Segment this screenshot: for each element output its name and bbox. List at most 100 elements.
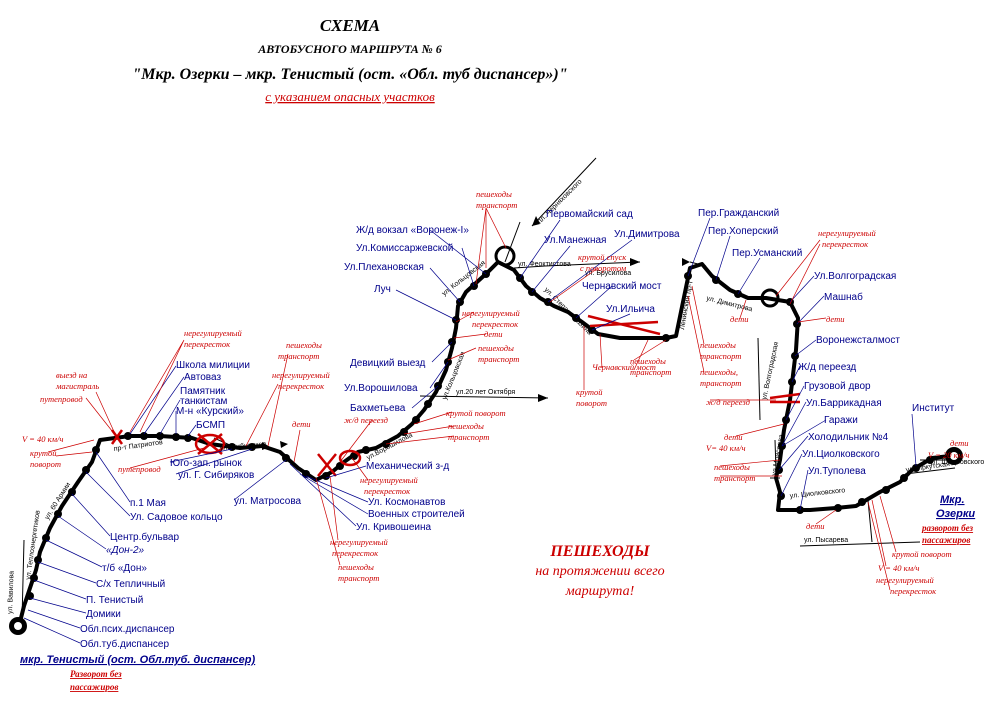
svg-text:Механический з-д: Механический з-д — [366, 461, 449, 472]
svg-text:Школа милиции: Школа милиции — [176, 360, 250, 371]
terminal-ozerki-core — [950, 452, 958, 460]
svg-text:выезд на: выезд на — [56, 370, 87, 380]
svg-text:пешеходы: пешеходы — [714, 462, 750, 472]
stop-leaders — [23, 217, 917, 644]
pedestrian-warning-line2: маршрута! — [565, 584, 635, 599]
svg-text:перекресток: перекресток — [890, 586, 937, 596]
map-title: СХЕМА — [320, 16, 380, 35]
hazard-leaders — [47, 207, 897, 591]
svg-text:перекресток: перекресток — [184, 339, 231, 349]
svg-text:Памятник: Памятник — [180, 386, 226, 397]
svg-text:крутой спуск: крутой спуск — [578, 252, 627, 262]
svg-text:транспорт: транспорт — [700, 378, 741, 388]
svg-text:транспорт: транспорт — [478, 354, 519, 364]
svg-text:Пер.Хоперский: Пер.Хоперский — [708, 226, 778, 237]
terminal-left-uturn-2: пассажиров — [70, 682, 118, 692]
map-subtitle: АВТОБУСНОГО МАРШРУТА № 6 — [257, 42, 441, 56]
svg-text:Чернавский мост: Чернавский мост — [582, 281, 662, 292]
svg-text:пешеходы: пешеходы — [338, 562, 374, 572]
terminal-right-uturn-2: пассажиров — [922, 535, 970, 545]
svg-text:Ул.Плехановская: Ул.Плехановская — [344, 262, 424, 273]
svg-text:Ул.Циолковского: Ул.Циолковского — [802, 449, 880, 460]
svg-text:Холодильник №4: Холодильник №4 — [808, 432, 889, 443]
pedestrian-warning-title: ПЕШЕХОДЫ — [549, 543, 650, 560]
svg-text:V = 40 км/ч: V = 40 км/ч — [878, 563, 919, 573]
terminal-right-name-2: Озерки — [936, 508, 975, 520]
svg-text:Бахметьева: Бахметьева — [350, 403, 406, 414]
terminal-right-name-1: Мкр. — [940, 494, 965, 506]
svg-text:транспорт: транспорт — [278, 351, 319, 361]
svg-text:ж/д переезд: ж/д переезд — [344, 415, 389, 425]
svg-text:нерегулируемый: нерегулируемый — [330, 537, 388, 547]
svg-text:ул. Циолковского: ул. Циолковского — [789, 487, 845, 500]
terminal-left-name: мкр. Тенистый (ост. Обл.туб. диспансер) — [20, 654, 256, 666]
svg-text:ул. Пысарева: ул. Пысарева — [804, 537, 848, 544]
svg-text:пешеходы: пешеходы — [478, 343, 514, 353]
svg-text:ул. Степана Разина: ул. Степана Разина — [543, 286, 593, 336]
svg-text:ж/д переезд: ж/д переезд — [706, 397, 751, 407]
svg-text:Ул.Комиссаржевской: Ул.Комиссаржевской — [356, 243, 453, 254]
svg-text:транспорт: транспорт — [448, 432, 489, 442]
svg-text:Обл.псих.диспансер: Обл.псих.диспансер — [80, 623, 175, 635]
svg-text:Ул.Баррикадная: Ул.Баррикадная — [806, 398, 882, 409]
svg-text:Ул.Туполева: Ул.Туполева — [808, 466, 866, 477]
svg-text:дети: дети — [484, 329, 502, 339]
svg-text:ул.20 лет Октября: ул.20 лет Октября — [456, 388, 515, 396]
terminal-tenistyy-core — [14, 622, 22, 630]
svg-text:М-н «Курский»: М-н «Курский» — [176, 406, 244, 417]
svg-text:транспорт: транспорт — [700, 351, 741, 361]
svg-text:дети: дети — [950, 438, 968, 448]
svg-text:Обл.туб.диспансер: Обл.туб.диспансер — [80, 638, 169, 650]
svg-text:Военных строителей: Военных строителей — [368, 509, 465, 520]
svg-text:путепровод: путепровод — [118, 464, 161, 474]
terminal-right-uturn-1: разворот без — [921, 523, 974, 533]
svg-text:п.1 Мая: п.1 Мая — [130, 498, 166, 509]
svg-text:магистраль: магистраль — [55, 381, 99, 391]
svg-text:Пер.Гражданский: Пер.Гражданский — [698, 208, 779, 219]
svg-text:транспорт: транспорт — [476, 200, 517, 210]
svg-text:нерегулируемый: нерегулируемый — [818, 228, 876, 238]
svg-text:Ул. Кривошеина: Ул. Кривошеина — [356, 522, 432, 533]
svg-text:ул.Моисеева: ул.Моисеева — [771, 434, 785, 477]
svg-text:Ул.Ильича: Ул.Ильича — [606, 304, 655, 315]
svg-text:крутой поворот: крутой поворот — [892, 549, 952, 559]
svg-text:Пер.Усманский: Пер.Усманский — [732, 248, 802, 259]
svg-text:перекресток: перекресток — [332, 548, 379, 558]
svg-text:дети: дети — [806, 521, 824, 531]
svg-text:БСМП: БСМП — [196, 420, 225, 431]
svg-text:ул. Шидловского: ул. Шидловского — [930, 459, 984, 466]
svg-text:Ул. Садовое кольцо: Ул. Садовое кольцо — [130, 512, 223, 523]
svg-text:нерегулируемый: нерегулируемый — [360, 475, 418, 485]
svg-text:Ул. Космонавтов: Ул. Космонавтов — [368, 497, 445, 508]
svg-text:Ул.Манежная: Ул.Манежная — [544, 235, 606, 246]
svg-text:Ул.Волгоградская: Ул.Волгоградская — [814, 271, 896, 282]
hazard-crosses — [110, 314, 801, 477]
svg-text:пешеходы: пешеходы — [700, 340, 736, 350]
stop-labels: Школа милиции Автоваз Памятник танкистам… — [80, 208, 955, 650]
svg-text:путепровод: путепровод — [40, 394, 83, 404]
svg-text:Девицкий выезд: Девицкий выезд — [350, 358, 425, 369]
svg-text:дети: дети — [826, 314, 844, 324]
svg-text:перекресток: перекресток — [278, 381, 325, 391]
svg-text:поворот: поворот — [30, 459, 61, 469]
svg-text:ул. Вавилова: ул. Вавилова — [7, 571, 16, 614]
svg-text:Центр.бульвар: Центр.бульвар — [110, 531, 179, 543]
svg-text:Ул.Димитрова: Ул.Димитрова — [614, 229, 680, 240]
svg-text:нерегулируемый: нерегулируемый — [184, 328, 242, 338]
svg-text:ул. Феоктистова: ул. Феоктистова — [518, 261, 571, 268]
svg-text:Ж/д переезд: Ж/д переезд — [798, 362, 856, 373]
svg-text:«Дон-2»: «Дон-2» — [106, 545, 145, 556]
svg-text:транспорт: транспорт — [338, 573, 379, 583]
svg-text:Институт: Институт — [912, 403, 955, 414]
terminal-left-uturn-1: Разворот без — [70, 669, 122, 679]
svg-text:V = 20 км/ч: V = 20 км/ч — [928, 450, 969, 460]
svg-text:транспорт: транспорт — [630, 367, 671, 377]
svg-text:пешеходы: пешеходы — [476, 189, 512, 199]
svg-text:пешеходы: пешеходы — [286, 340, 322, 350]
svg-text:нерегулируемый: нерегулируемый — [272, 370, 330, 380]
svg-text:Луч: Луч — [374, 284, 391, 295]
svg-text:дети: дети — [730, 314, 748, 324]
svg-text:нерегулируемый: нерегулируемый — [462, 308, 520, 318]
svg-text:ул. Теплоэнергетиков: ул. Теплоэнергетиков — [25, 510, 42, 581]
